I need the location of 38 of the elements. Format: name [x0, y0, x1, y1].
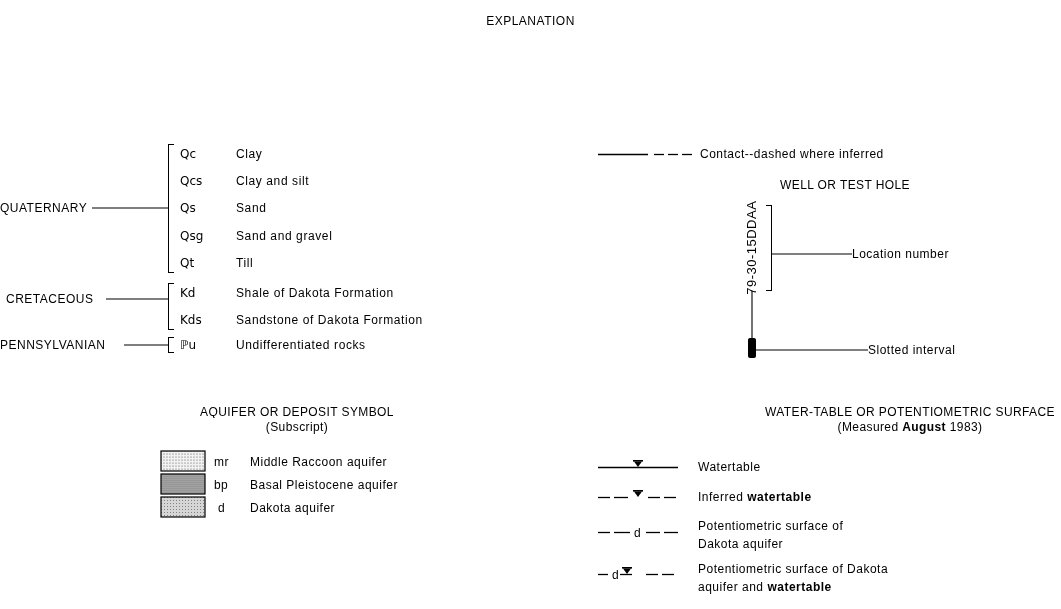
leader-line [123, 344, 169, 346]
unit-description: Shale of Dakota Formation [236, 284, 394, 302]
unit-symbol: Kds [180, 312, 203, 330]
unit-symbol: Kd [180, 284, 197, 302]
legend-text: Potentiometric surface of Dakota aquifer [698, 519, 844, 551]
legend-text: Basal Pleistocene aquifer [250, 478, 398, 492]
legend-text: Contact--dashed where inferred [700, 147, 884, 161]
unit-description: Sandstone of Dakota Formation [236, 312, 423, 330]
unit-description: Till [236, 255, 254, 273]
unit-symbol: Qcs [180, 173, 204, 191]
title: EXPLANATION [485, 13, 576, 30]
period-label: QUATERNARY [0, 200, 88, 217]
well-line [751, 290, 753, 339]
period-label: CRETACEOUS [6, 291, 94, 308]
slotted-interval-bar [748, 338, 756, 358]
unit-symbol: Qsg [180, 227, 205, 245]
legend-text: Potentiometric surface of Dakota aquifer and watertable [698, 562, 889, 594]
period-label: PENNSYLVANIAN [0, 337, 106, 354]
unit-description: Clay and silt [236, 173, 310, 191]
unit-symbol: ℙu [180, 337, 198, 354]
location-number: 79-30-15DDAA [743, 200, 761, 296]
leader-line [105, 298, 169, 300]
unit-description: Sand [236, 200, 267, 218]
unit-symbol: Qt [180, 255, 196, 273]
unit-symbol: Qc [180, 145, 198, 163]
legend-text: Middle Raccoon aquifer [250, 455, 388, 469]
legend-text: Dakota aquifer [250, 501, 336, 515]
legend-text: Inferred watertable [698, 490, 812, 504]
leader-line [91, 207, 169, 209]
callout-label: Slotted interval [868, 342, 956, 359]
legend-text: Watertable [698, 460, 761, 474]
leader-line [771, 253, 853, 255]
unit-description: Clay [236, 145, 263, 163]
unit-symbol: Qs [180, 200, 197, 218]
callout-label: Location number [852, 246, 949, 263]
unit-description: Undifferentiated rocks [236, 337, 366, 354]
unit-description: Sand and gravel [236, 227, 333, 245]
leader-line [755, 349, 869, 351]
